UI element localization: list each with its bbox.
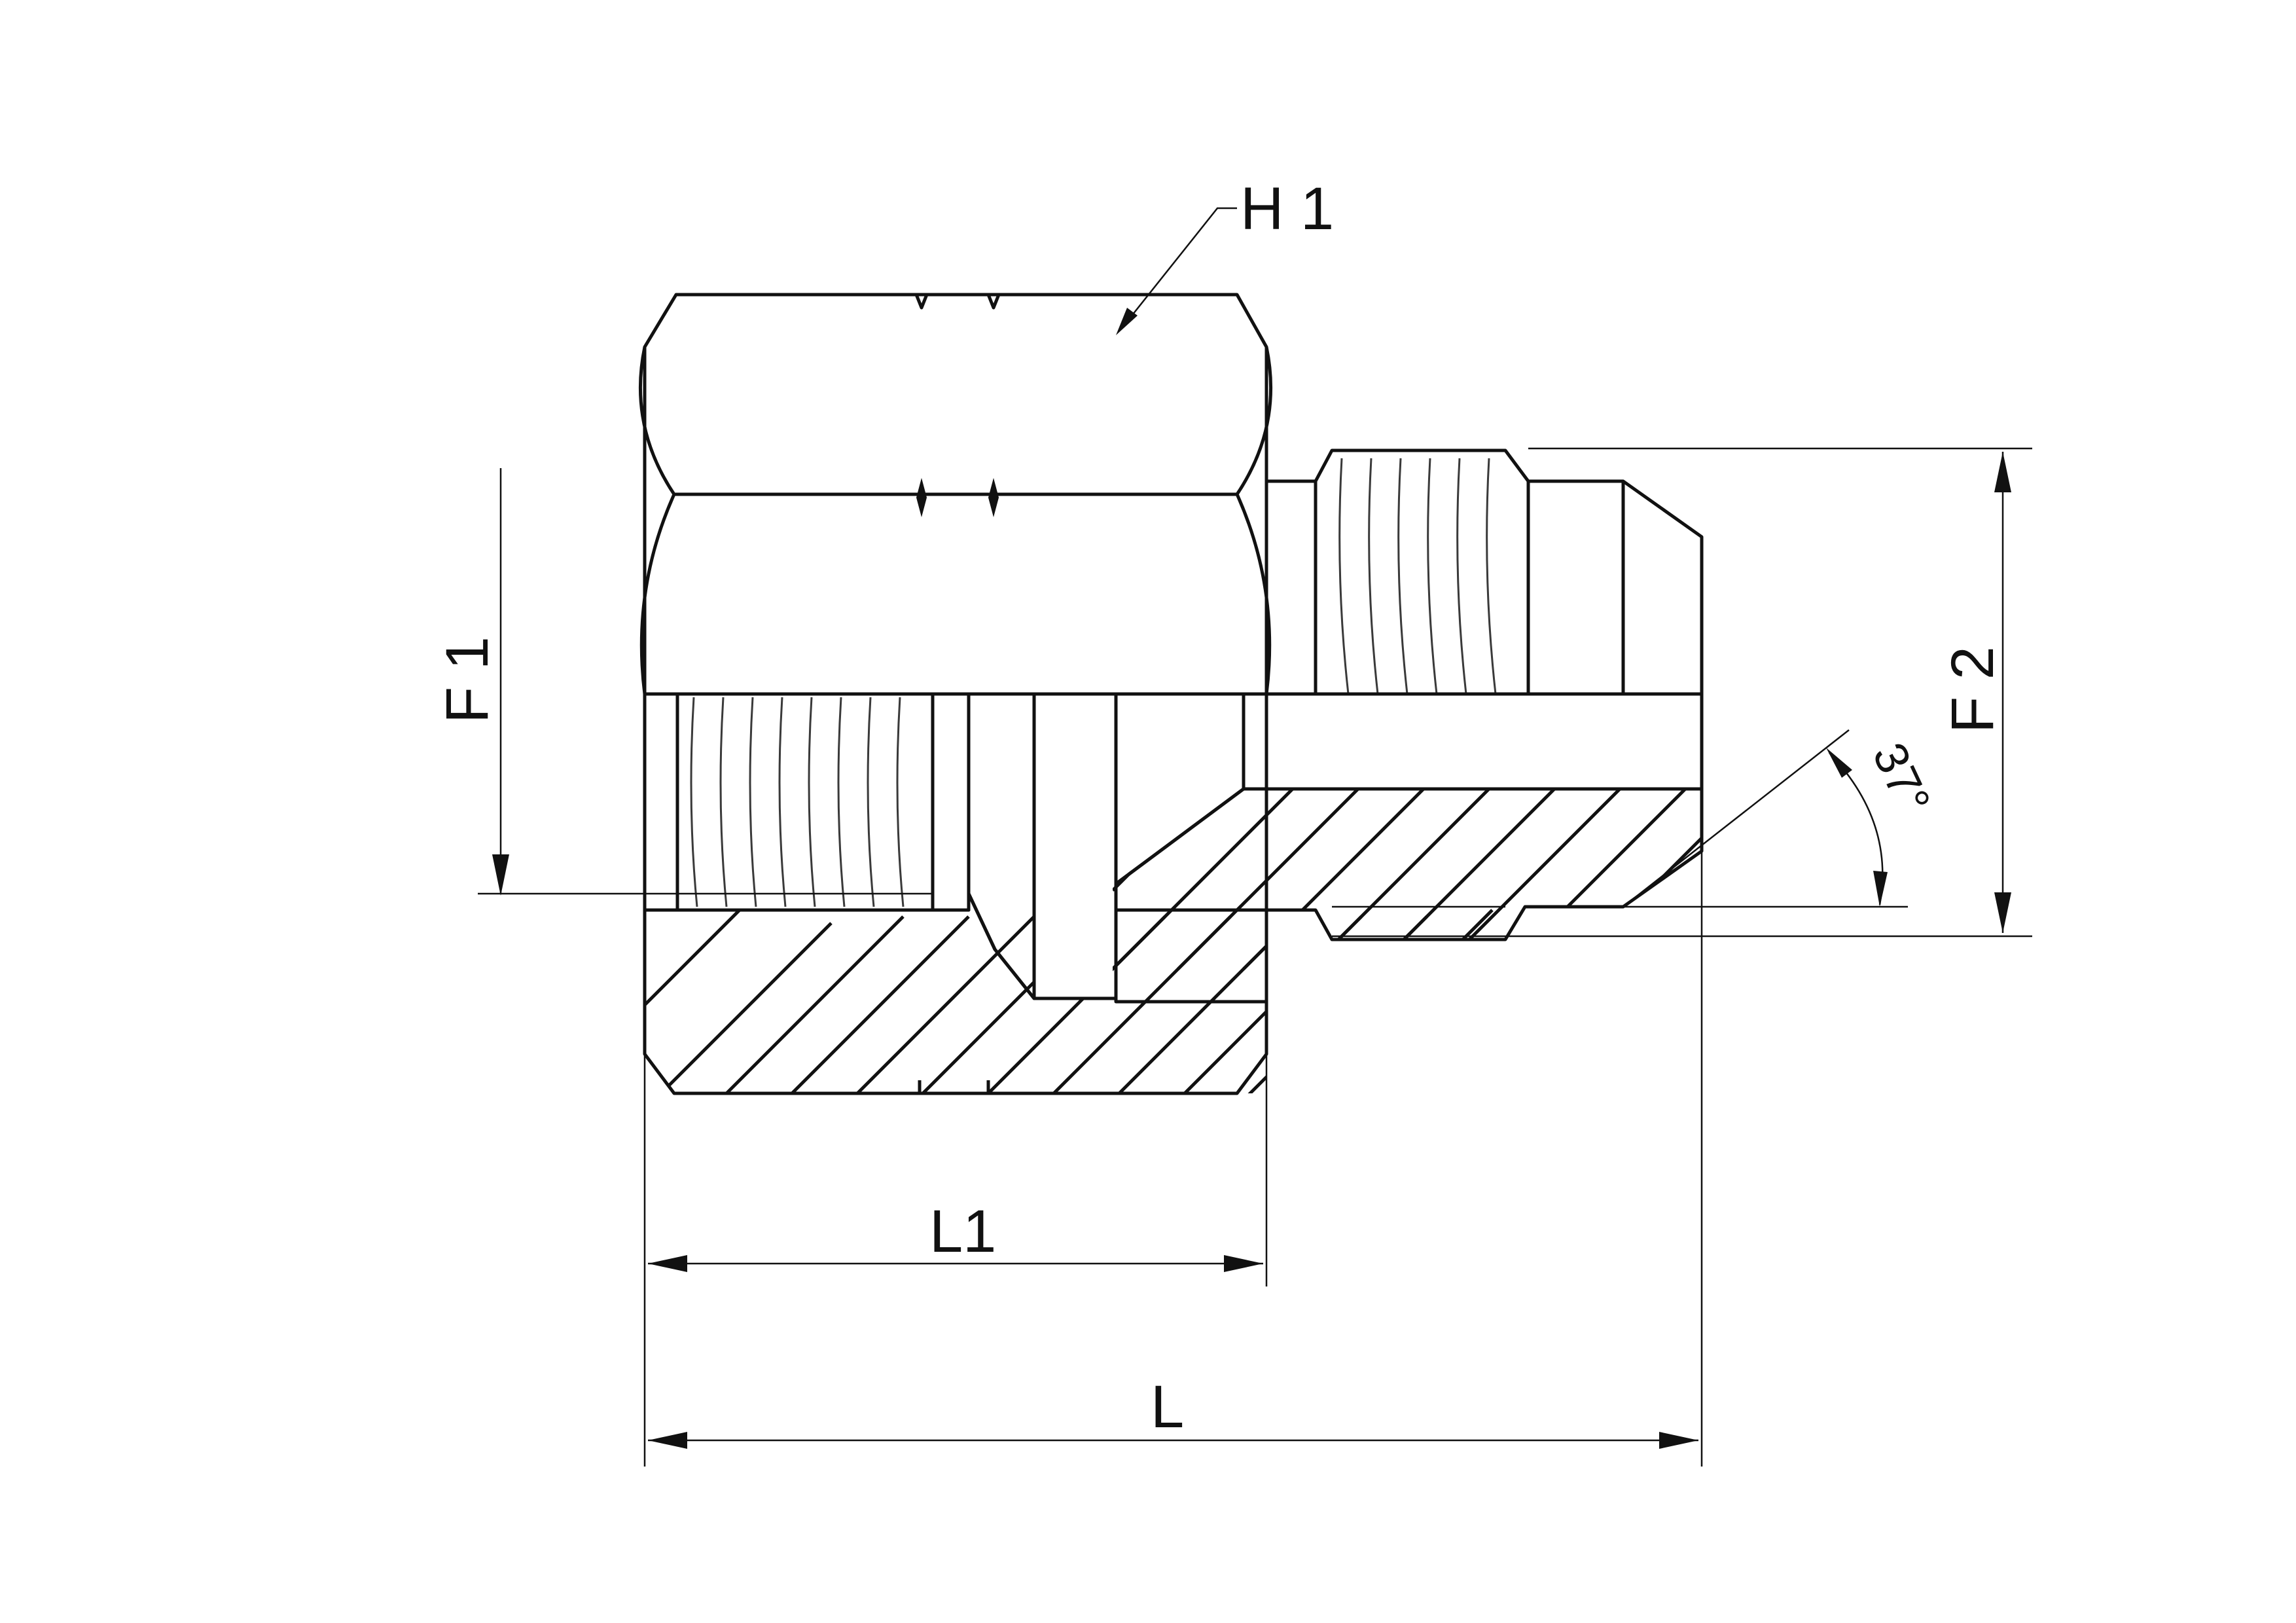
through-bore (1242, 692, 1704, 791)
l1-label: L1 (929, 1198, 996, 1265)
h1-leader: H 1 (1116, 175, 1334, 335)
h1-label: H 1 (1240, 175, 1334, 242)
female-thread (675, 692, 935, 912)
male-flare-end (1265, 448, 1704, 696)
f2-dimension: F 2 (1332, 447, 2032, 938)
l-dimension: L (648, 694, 1703, 1467)
hex-nut (638, 293, 1273, 696)
section-cut (643, 787, 1704, 1095)
hex-upper-face (638, 293, 1273, 496)
l-label: L (1151, 1374, 1184, 1440)
f1-dimension: F 1 (434, 468, 933, 896)
male-thread-lines (1338, 458, 1497, 695)
l1-dimension: L1 (643, 1054, 1268, 1467)
male-thread (1314, 448, 1530, 696)
angle-label: 37° (1862, 735, 1940, 822)
angle-dimension: 37° (1623, 729, 1940, 908)
f2-label: F 2 (1939, 646, 2006, 733)
undercut (967, 692, 1036, 1000)
hex-lower-face (639, 492, 1272, 696)
dimensions: H 1 F 1 F 2 37° (434, 175, 2032, 1467)
female-thread-lines (690, 697, 905, 907)
f1-label: F 1 (434, 636, 501, 723)
neck (1265, 479, 1318, 696)
inner-bore (1032, 692, 1118, 1000)
flare-shank (1526, 479, 1704, 696)
